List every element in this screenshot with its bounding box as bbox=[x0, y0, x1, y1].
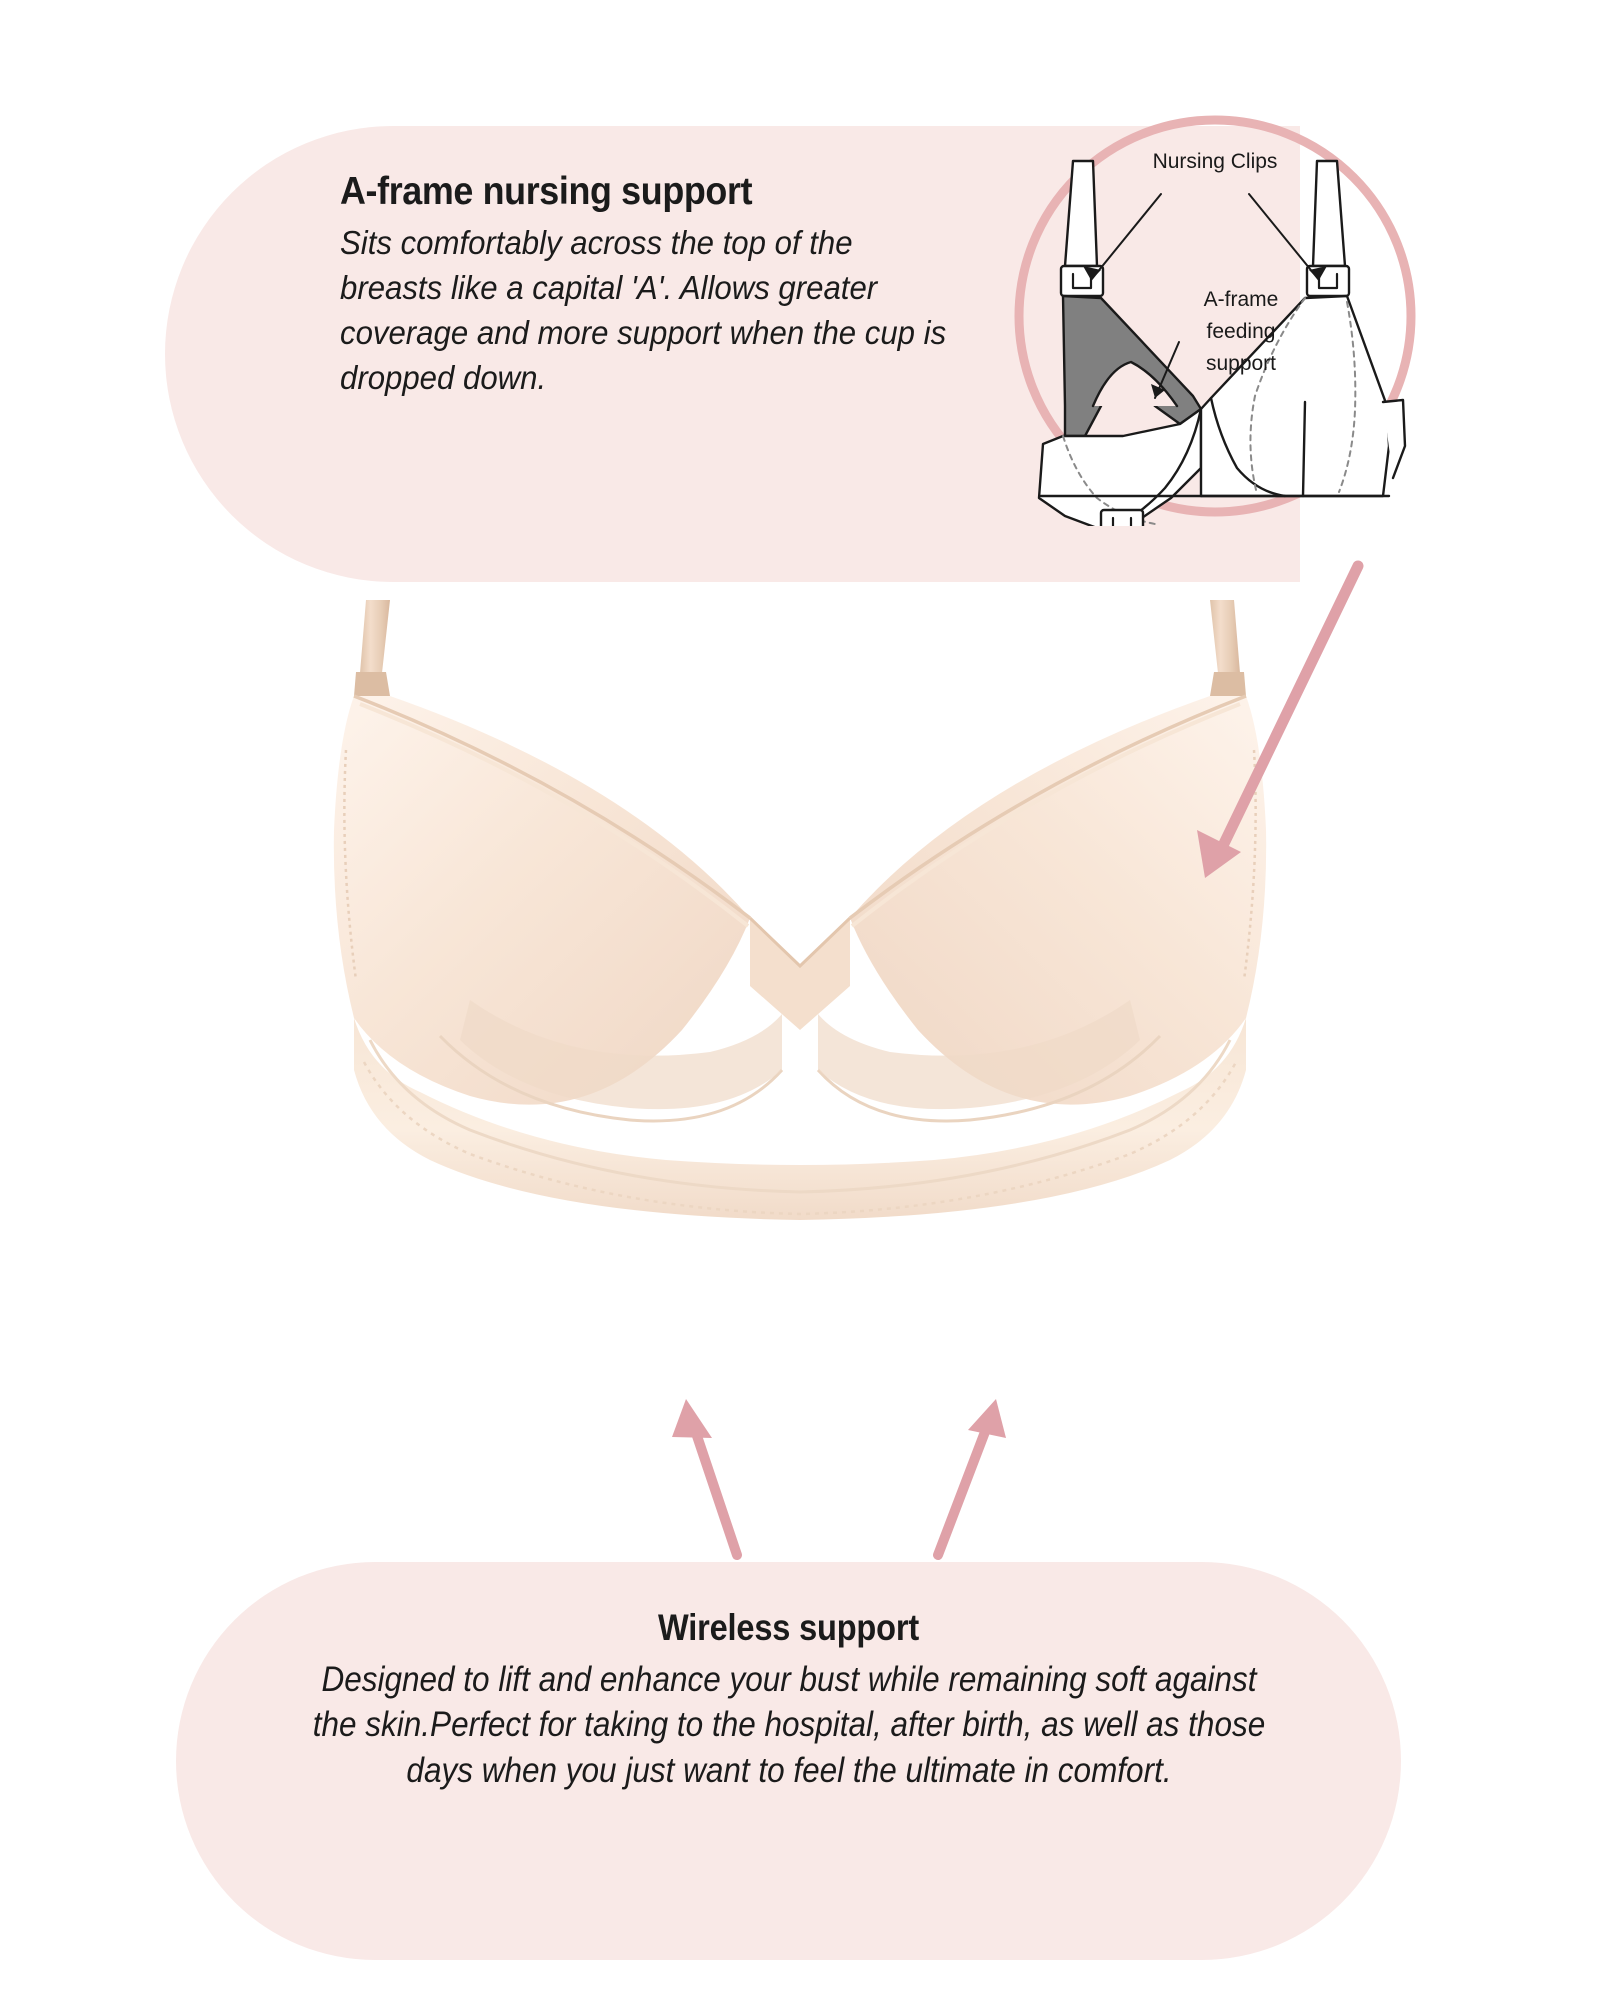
inset-circle-border bbox=[1014, 115, 1416, 517]
left-cup-top-highlight bbox=[359, 702, 750, 928]
bra-product-photo bbox=[330, 600, 1270, 1490]
left-strap bbox=[360, 600, 390, 673]
under-band bbox=[354, 1018, 1246, 1220]
top-callout-title: A-frame nursing support bbox=[340, 170, 753, 213]
right-cup-shadow bbox=[818, 1000, 1140, 1110]
top-callout-text-block: A-frame nursing support Sits comfortably… bbox=[340, 170, 950, 401]
label-a-frame-line3: support bbox=[1206, 352, 1276, 375]
left-cup bbox=[333, 696, 750, 1105]
label-nursing-clips: Nursing Clips bbox=[1153, 150, 1278, 173]
right-cup-top-seam bbox=[848, 694, 1247, 920]
label-a-frame-line2: feeding bbox=[1207, 320, 1276, 343]
right-cup bbox=[850, 696, 1267, 1105]
top-callout-body: Sits comfortably across the top of the b… bbox=[340, 224, 947, 398]
leader-arrowheads bbox=[1083, 266, 1327, 398]
right-strap bbox=[1210, 600, 1240, 673]
right-cradle-arc bbox=[816, 1034, 1162, 1123]
right-cup-top-highlight bbox=[850, 702, 1241, 928]
bottom-callout-text-block: Wireless support Designed to lift and en… bbox=[176, 1607, 1401, 1794]
band-top-stitch bbox=[368, 1039, 1232, 1194]
left-cup-top-seam bbox=[353, 694, 752, 920]
band-bottom-stitch bbox=[362, 1061, 1238, 1216]
bottom-callout-panel: Wireless support Designed to lift and en… bbox=[176, 1562, 1401, 1960]
right-cup-side-stitch bbox=[1242, 749, 1257, 981]
left-strap-slider bbox=[354, 672, 390, 696]
left-cradle-arc bbox=[438, 1034, 784, 1123]
centre-gore-seam bbox=[748, 916, 852, 969]
a-frame-inset-diagram: Nursing Clips A-frame feeding support bbox=[1005, 106, 1425, 526]
left-cup-shadow bbox=[460, 1000, 782, 1110]
centre-gore bbox=[750, 918, 850, 1030]
right-strap-slider bbox=[1210, 672, 1246, 696]
left-cup-side-stitch bbox=[343, 749, 358, 981]
label-a-frame-line1: A-frame bbox=[1204, 288, 1279, 311]
bra-technical-drawing bbox=[1037, 159, 1407, 526]
bottom-callout-title: Wireless support bbox=[657, 1607, 920, 1648]
bottom-callout-body: Designed to lift and enhance your bust w… bbox=[312, 1659, 1265, 1791]
